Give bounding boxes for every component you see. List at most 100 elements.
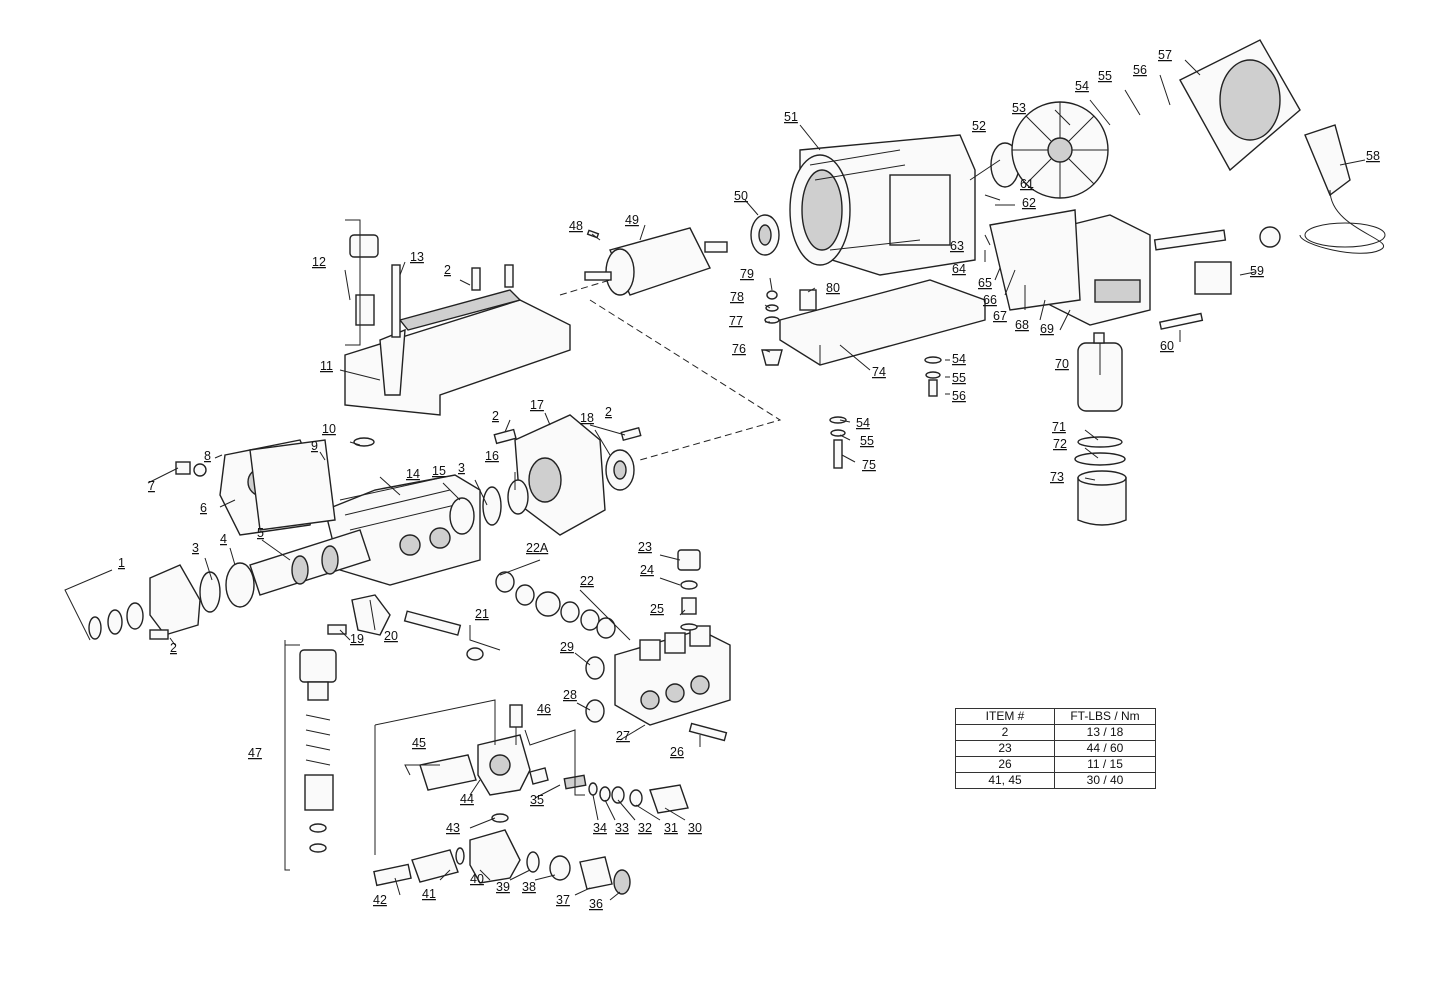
callout-71: 71 bbox=[1052, 420, 1066, 434]
callout-16: 16 bbox=[485, 449, 499, 463]
drain-plug-7 bbox=[175, 461, 207, 477]
callout-18: 18 bbox=[580, 411, 594, 425]
fitting-38 bbox=[549, 855, 571, 881]
callout-35: 35 bbox=[530, 793, 544, 807]
table-cell-torque: 44 / 60 bbox=[1054, 740, 1156, 757]
pump-cover bbox=[344, 289, 571, 416]
outlet-fitting-30 bbox=[649, 784, 689, 814]
callout-14: 14 bbox=[406, 467, 420, 481]
callout-53: 53 bbox=[1012, 101, 1026, 115]
callout-78: 78 bbox=[730, 290, 744, 304]
callout-12: 12 bbox=[312, 255, 326, 269]
callout-70: 70 bbox=[1055, 357, 1069, 371]
callout-30: 30 bbox=[688, 821, 702, 835]
callout-54: 54 bbox=[1075, 79, 1089, 93]
callout-9: 9 bbox=[311, 439, 318, 453]
outlet-tee-44 bbox=[477, 734, 531, 796]
filter-36 bbox=[613, 869, 631, 895]
motor-rotor bbox=[584, 227, 728, 296]
callout-61: 61 bbox=[1020, 177, 1034, 191]
callout-4: 4 bbox=[220, 532, 227, 546]
callout-28: 28 bbox=[563, 688, 577, 702]
fan-shroud bbox=[1179, 39, 1301, 172]
callout-15: 15 bbox=[432, 464, 446, 478]
table-cell-torque: 13 / 18 bbox=[1054, 724, 1156, 741]
table-cell-item: 41, 45 bbox=[955, 772, 1055, 789]
wrist-pin bbox=[327, 624, 347, 635]
callout-20: 20 bbox=[384, 629, 398, 643]
callout-59: 59 bbox=[1250, 264, 1264, 278]
oil-cap bbox=[349, 234, 379, 326]
callout-41: 41 bbox=[422, 887, 436, 901]
callout-19: 19 bbox=[350, 632, 364, 646]
callout-54: 54 bbox=[952, 352, 966, 366]
bearing-flange bbox=[514, 414, 606, 536]
callout-7: 7 bbox=[148, 479, 155, 493]
callout-3: 3 bbox=[192, 541, 199, 555]
table-cell-torque: 30 / 40 bbox=[1054, 772, 1156, 789]
seal-kit-22 bbox=[495, 571, 616, 639]
cooling-fan bbox=[1011, 101, 1109, 199]
leader-lines-left bbox=[64, 219, 626, 651]
rotor-key bbox=[586, 229, 600, 239]
cord-connector bbox=[1153, 226, 1281, 251]
seal-stack-34-32 bbox=[588, 782, 643, 807]
callout-40: 40 bbox=[470, 872, 484, 886]
callout-2: 2 bbox=[170, 641, 177, 655]
table-cell-item: 26 bbox=[955, 756, 1055, 773]
bolt-cover-a bbox=[471, 267, 481, 291]
bearing-4 bbox=[225, 562, 255, 608]
clamp-ring-72 bbox=[1074, 452, 1126, 466]
switch-59 bbox=[1194, 261, 1232, 295]
unloader-valve-47 bbox=[299, 649, 337, 853]
callout-46: 46 bbox=[537, 702, 551, 716]
manifold-bolt bbox=[688, 722, 728, 742]
power-cord-plug bbox=[1299, 124, 1386, 254]
callout-10: 10 bbox=[322, 422, 336, 436]
callout-23: 23 bbox=[638, 540, 652, 554]
o-ring-39 bbox=[526, 851, 540, 873]
quick-coupler-42-41 bbox=[373, 847, 465, 887]
callout-22: 22 bbox=[580, 574, 594, 588]
callout-51: 51 bbox=[784, 110, 798, 124]
capacitor-cup bbox=[1077, 470, 1127, 526]
callout-21: 21 bbox=[475, 607, 489, 621]
callout-75: 75 bbox=[862, 458, 876, 472]
callout-67: 67 bbox=[993, 309, 1007, 323]
callout-29: 29 bbox=[560, 640, 574, 654]
o-ring-3b bbox=[482, 486, 502, 526]
callout-74: 74 bbox=[872, 365, 886, 379]
table-row: 23 44 / 60 bbox=[955, 740, 1156, 757]
callout-36: 36 bbox=[589, 897, 603, 911]
callout-1: 1 bbox=[118, 556, 125, 570]
callout-26: 26 bbox=[670, 745, 684, 759]
motor-housing bbox=[789, 134, 976, 276]
callout-5: 5 bbox=[257, 526, 264, 540]
callout-24: 24 bbox=[640, 563, 654, 577]
tee-40 bbox=[469, 829, 521, 884]
callout-45: 45 bbox=[412, 736, 426, 750]
flange-bearing bbox=[605, 449, 635, 491]
callout-55: 55 bbox=[860, 434, 874, 448]
callout-73: 73 bbox=[1050, 470, 1064, 484]
table-cell-item: 2 bbox=[955, 724, 1055, 741]
table-cell-torque: 11 / 15 bbox=[1054, 756, 1156, 773]
cover-gasket bbox=[249, 439, 336, 531]
leader-lines-bottom bbox=[284, 554, 701, 901]
callout-labels: 1 2 2 2 2 3 3 4 5 6 7 8 9 10 11 12 13 14… bbox=[118, 48, 1380, 911]
clamp-ring-71 bbox=[1077, 436, 1123, 448]
callout-50: 50 bbox=[734, 189, 748, 203]
adapter-45 bbox=[419, 754, 477, 791]
callout-17: 17 bbox=[530, 398, 544, 412]
callout-58: 58 bbox=[1366, 149, 1380, 163]
callout-54: 54 bbox=[856, 416, 870, 430]
callout-44: 44 bbox=[460, 792, 474, 806]
o-ring-28 bbox=[585, 699, 605, 723]
bolt-2-flange-right bbox=[620, 426, 642, 442]
bolt-cover-b bbox=[504, 264, 514, 288]
callout-52: 52 bbox=[972, 119, 986, 133]
base-stack-small bbox=[761, 289, 817, 366]
callout-42: 42 bbox=[373, 893, 387, 907]
mounting-base bbox=[779, 279, 986, 366]
